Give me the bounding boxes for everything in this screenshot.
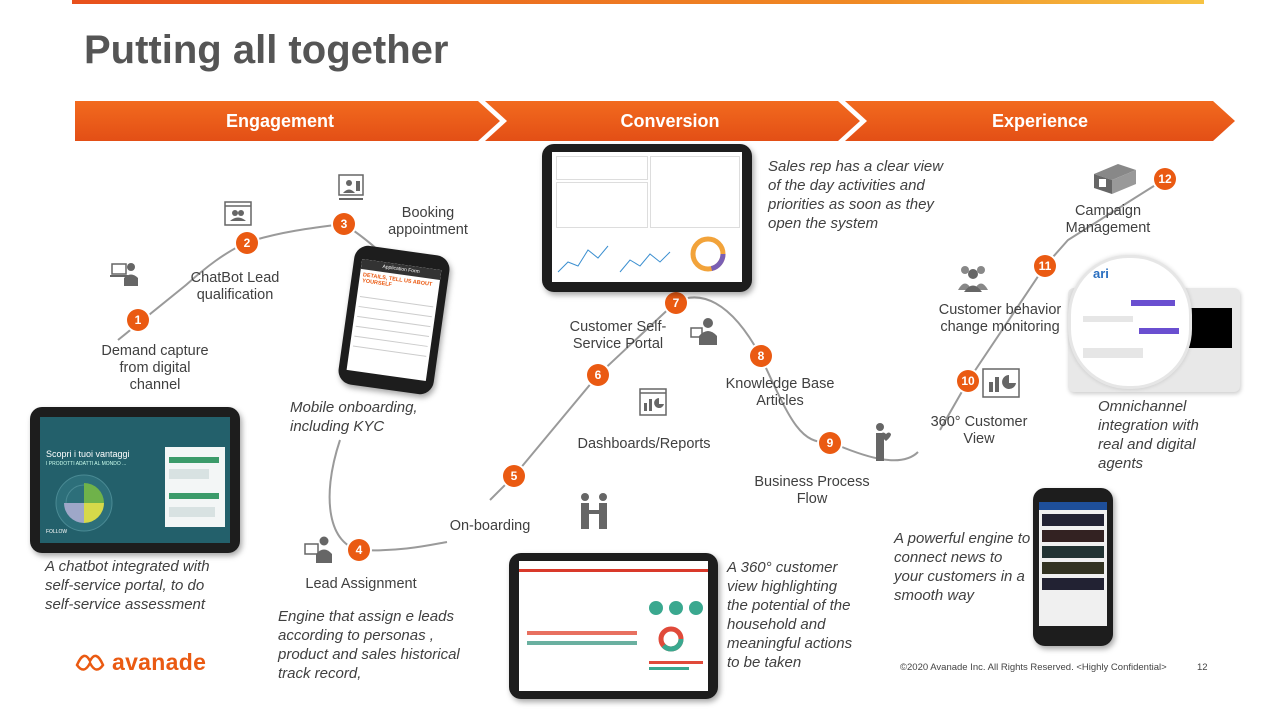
tablet-chat-panel — [165, 447, 225, 527]
sales-mini-charts — [557, 236, 726, 273]
step-label-11: Customer behavior change monitoring — [938, 302, 1062, 335]
step-badge-3: 3 — [333, 213, 355, 235]
step-label-1: Demand capture from digital channel — [101, 343, 209, 393]
tablet-heading: Scopri i tuoi vantaggi — [46, 449, 130, 459]
phase-engagement-shape — [75, 101, 500, 141]
step-label-10: 360° Customer View — [930, 414, 1028, 447]
step-badge-12: 12 — [1154, 168, 1176, 190]
phase-conversion-shape — [485, 101, 860, 141]
avanade-logo-icon — [75, 654, 105, 671]
customer-view-chart-icon — [982, 368, 1020, 398]
step-badge-11: 11 — [1034, 255, 1056, 277]
step-label-8: Knowledge Base Articles — [725, 376, 835, 409]
step-label-9: Business Process Flow — [754, 474, 870, 507]
step-badge-1: 1 — [127, 309, 149, 331]
caption-360: A 360° customer view highlighting the po… — [727, 559, 853, 671]
top-accent-bar — [72, 0, 1204, 4]
group-people-icon — [958, 266, 988, 292]
step-label-7: Dashboards/Reports — [577, 436, 711, 452]
step-badge-2: 2 — [236, 232, 258, 254]
customer-360-tablet — [509, 553, 718, 699]
person-laptop-icon — [110, 263, 138, 286]
step-badge-7: 7 — [665, 292, 687, 314]
step-label-3: Booking appointment — [388, 205, 468, 238]
caption-engine: Engine that assign e leads according to … — [278, 608, 460, 682]
phase-experience-shape — [845, 101, 1235, 141]
presentation-screen-icon — [338, 174, 364, 200]
sales-dashboard-screen — [552, 152, 742, 282]
chatbot-tablet: Scopri i tuoi vantaggi I PRODOTTI ADATTI… — [30, 407, 240, 553]
tablet-target-chart — [55, 474, 113, 532]
step-badge-4: 4 — [348, 539, 370, 561]
onboarding-phone-screen: Application Form DETAILS, TELL US ABOUT … — [346, 258, 442, 382]
support-agent-icon — [690, 318, 717, 345]
omnichannel-brand: ari — [1093, 266, 1109, 281]
caption-news: A powerful engine to connect news to you… — [894, 530, 1031, 604]
footer-copyright: ©2020 Avanade Inc. All Rights Reserved. … — [900, 662, 1167, 673]
phase-engagement: Engagement — [225, 110, 335, 131]
omnichannel-magnifier: ari — [1068, 255, 1192, 389]
step-badge-9: 9 — [819, 432, 841, 454]
chatbot-tablet-screen: Scopri i tuoi vantaggi I PRODOTTI ADATTI… — [40, 417, 230, 543]
brand-logo-text: avanade — [112, 648, 207, 675]
phase-chevrons — [75, 101, 1235, 141]
phase-experience: Experience — [991, 110, 1089, 131]
customer-360-screen — [519, 561, 708, 691]
step-label-2: ChatBot Lead qualification — [190, 270, 280, 303]
footer-page-number: 12 — [1197, 662, 1208, 673]
step-badge-6: 6 — [587, 364, 609, 386]
step-label-4: Lead Assignment — [305, 576, 417, 592]
dashboard-icon — [639, 388, 667, 416]
caption-chatbot: A chatbot integrated with self-service p… — [45, 558, 210, 613]
step-label-6: Customer Self-Service Portal — [569, 319, 667, 352]
step-label-5: On-boarding — [449, 518, 531, 534]
brand-logo: avanade — [74, 647, 206, 677]
caption-omnichannel: Omnichannel integration with real and di… — [1098, 398, 1199, 472]
news-phone-screen — [1039, 502, 1107, 626]
step-badge-8: 8 — [750, 345, 772, 367]
caption-mobile: Mobile onboarding, including KYC — [290, 399, 418, 435]
onboarding-phone: Application Form DETAILS, TELL US ABOUT … — [336, 244, 452, 396]
customer-360-donut — [658, 626, 684, 652]
person-heart-icon — [876, 423, 891, 461]
chat-window-icon — [224, 201, 252, 226]
page-title: Putting all together — [84, 28, 449, 72]
news-phone — [1033, 488, 1113, 646]
tablet-follow-label: FOLLOW — [46, 529, 68, 535]
step-label-12: Campaign Management — [1065, 203, 1151, 236]
lead-person-icon — [304, 536, 332, 563]
phase-conversion: Conversion — [620, 110, 720, 131]
sales-dashboard-tablet — [542, 144, 752, 292]
campaign-building-icon — [1094, 164, 1136, 194]
tablet-subheading: I PRODOTTI ADATTI AL MONDO ... — [46, 461, 127, 467]
handshake-people-icon — [581, 493, 607, 529]
caption-salesrep: Sales rep has a clear view of the day ac… — [768, 158, 944, 232]
step-badge-10: 10 — [957, 370, 979, 392]
step-badge-5: 5 — [503, 465, 525, 487]
